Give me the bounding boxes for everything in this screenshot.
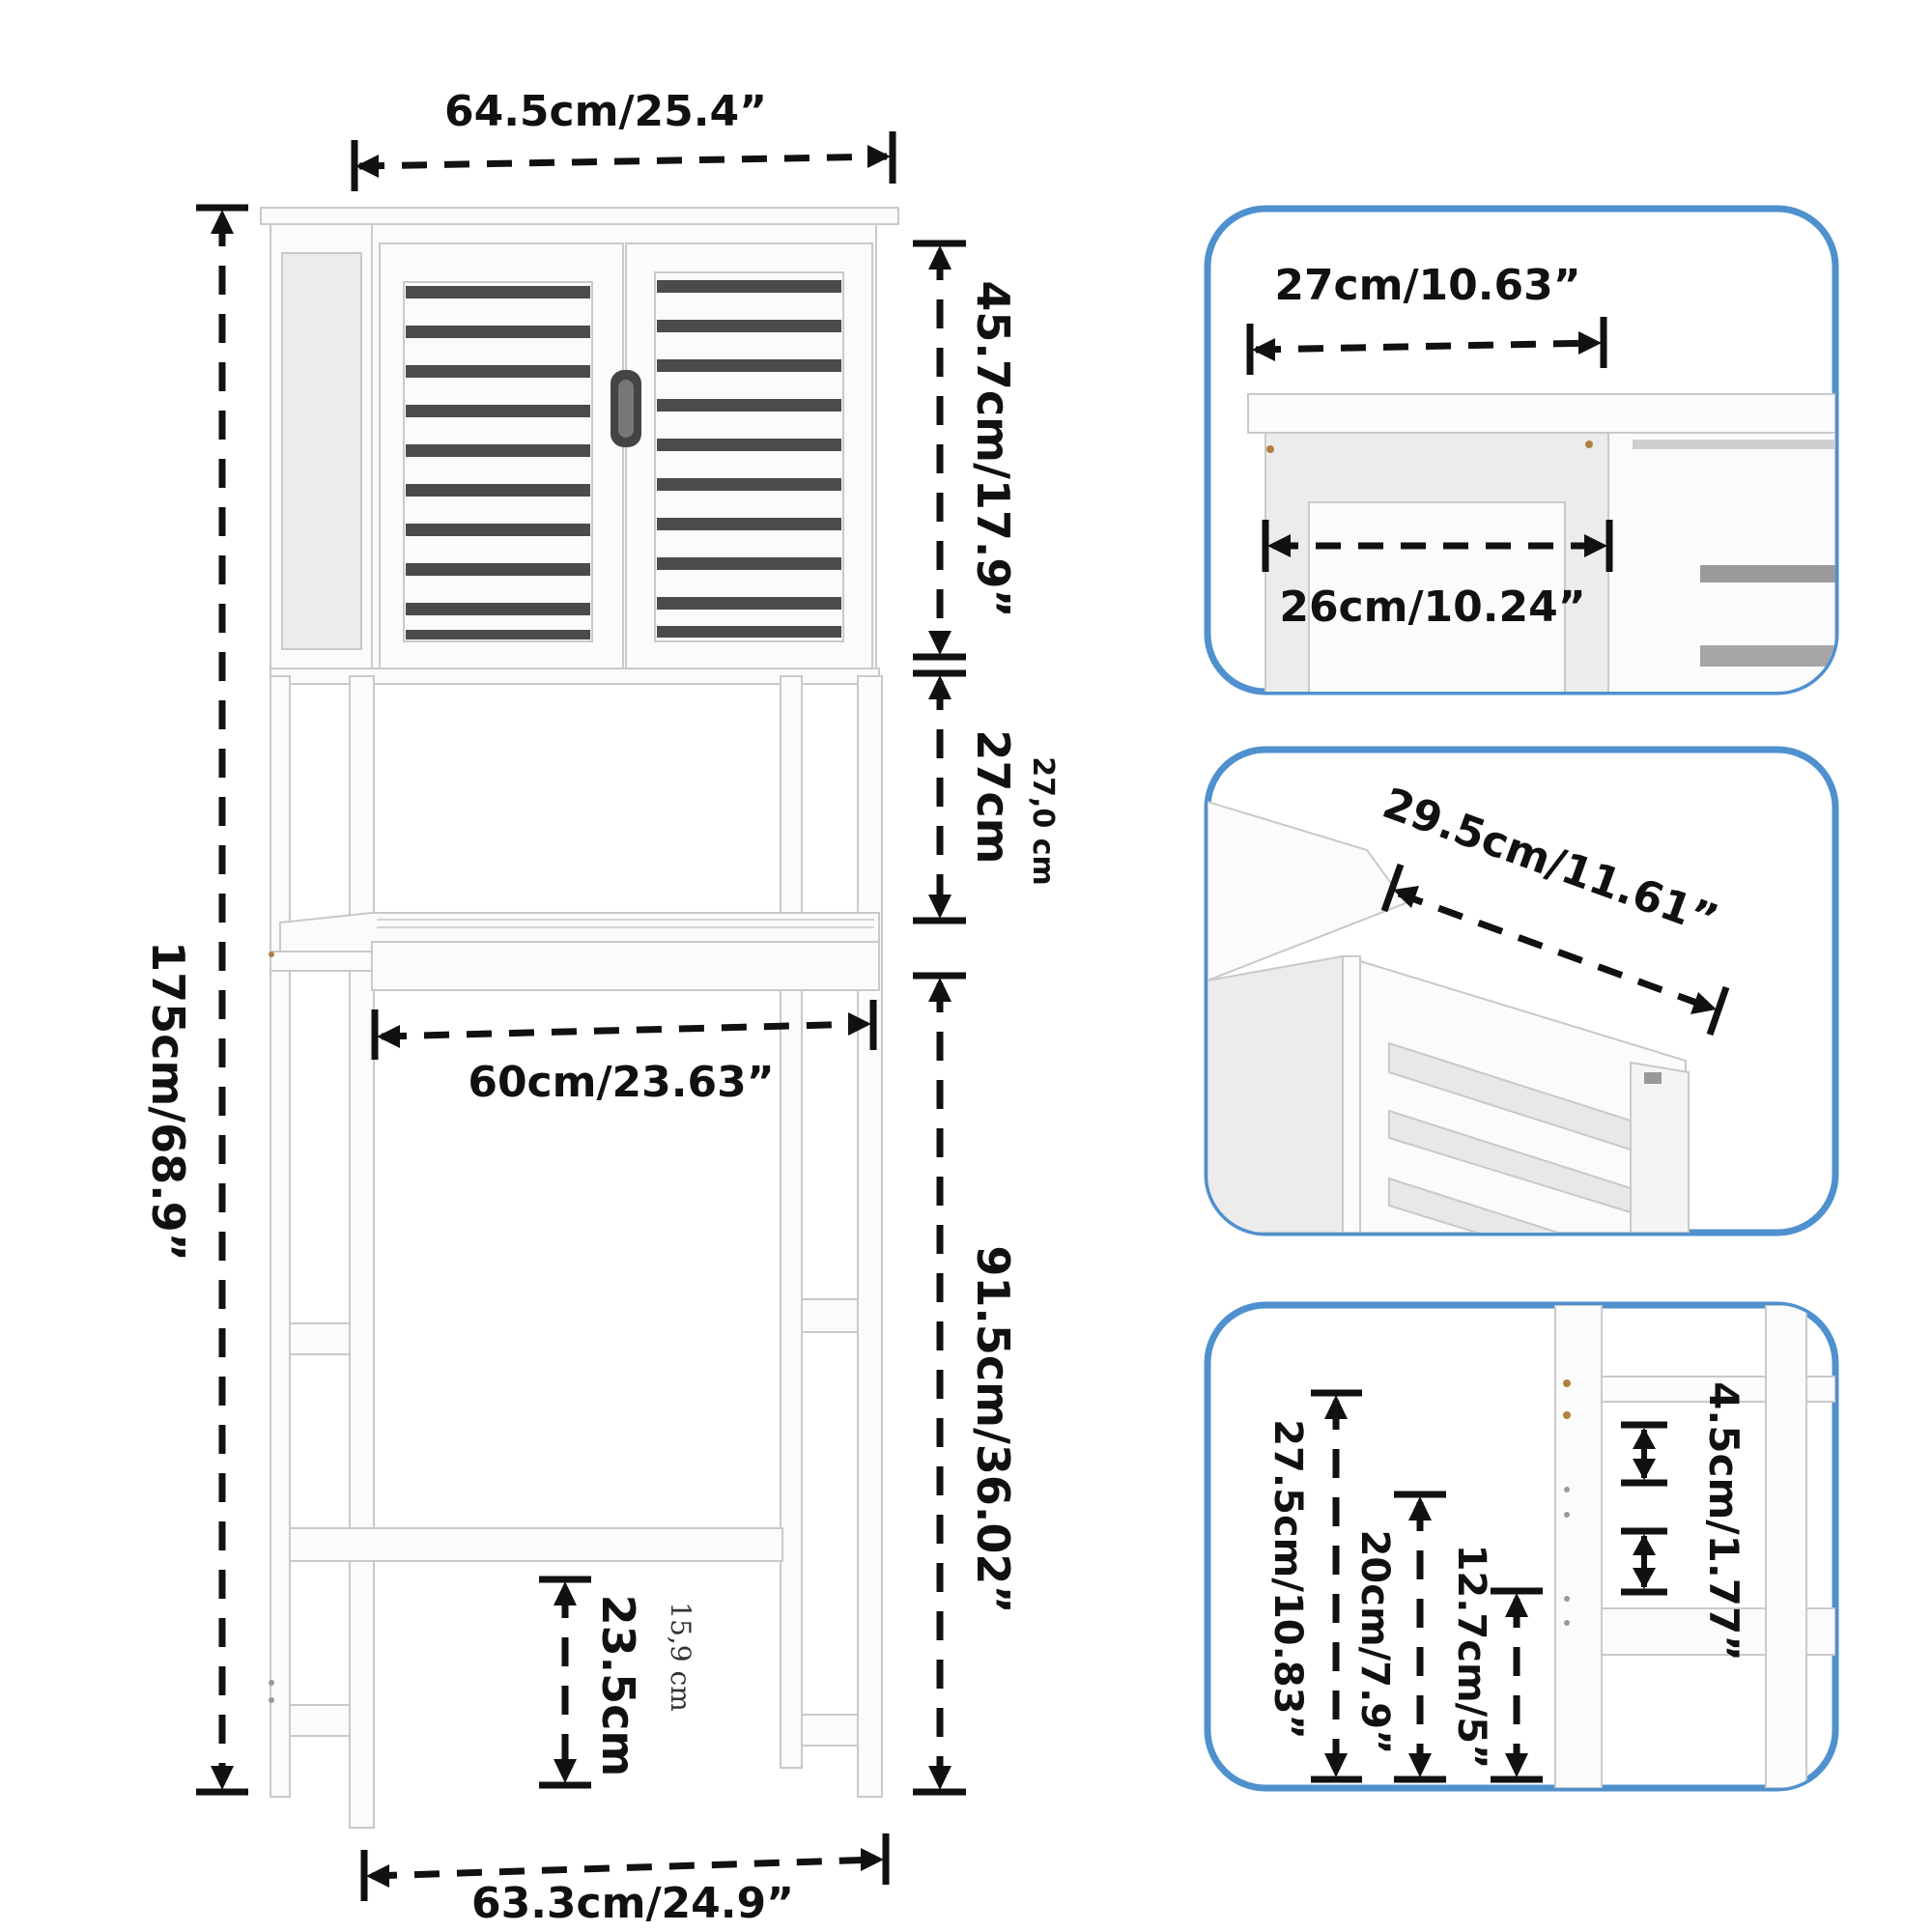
cabinet-height-label: 45.7cm/17.9” — [967, 280, 1019, 617]
dim-lower-height: 91.5cm/36.02” — [913, 972, 1019, 1796]
dim-inner-width: 60cm/23.63” — [371, 1000, 877, 1107]
top-depth-label: 27cm/10.63” — [1274, 261, 1580, 310]
base-width-label: 63.3cm/24.9” — [471, 1879, 794, 1928]
total-height-label: 175cm/68.9” — [142, 941, 194, 1262]
leg-front-left — [349, 675, 375, 1829]
left-door-slats — [406, 286, 590, 639]
leg-back-left — [270, 675, 291, 1798]
step-label: 4.5cm/1.77” — [1700, 1381, 1747, 1662]
bar-height-label: 23.5cm — [592, 1595, 644, 1777]
inner-width-label: 60cm/23.63” — [468, 1058, 774, 1107]
detail-panel-depth: 27cm/10.63” 26cm/10.24” — [1204, 205, 1839, 696]
inner-depth-label: 26cm/10.24” — [1279, 582, 1585, 632]
bottom-bar — [289, 1527, 783, 1562]
bar-height-alt-label: 15,9 cm — [665, 1602, 696, 1711]
shelf-gap-label: 27cm — [967, 729, 1019, 864]
leg-front-right — [857, 675, 883, 1798]
dim-bar-height: 23.5cm 15,9 cm — [539, 1576, 696, 1789]
dim-shelf-gap: 27cm 27,0 cm — [913, 669, 1060, 924]
cabinet-illustration — [260, 207, 899, 1829]
height-3-label: 12.7cm/5” — [1449, 1545, 1493, 1770]
leg-back-right — [780, 675, 803, 1769]
dim-top-width: 64.5cm/25.4” — [351, 87, 896, 191]
shelf-gap-alt-label: 27,0 cm — [1026, 756, 1060, 886]
dim-cabinet-height: 45.7cm/17.9” — [913, 240, 1019, 661]
detail-panel-adjust: 4.5cm/1.77” 27.5cm/10.83” 20cm/7.9” 12.7… — [1204, 1301, 1839, 1792]
dim-total-height: 175cm/68.9” — [142, 204, 248, 1796]
height-1-label: 27.5cm/10.83” — [1265, 1419, 1310, 1740]
detail-panel-door: 29.5cm/11.61” — [1204, 746, 1839, 1236]
middle-shelf — [270, 912, 880, 991]
height-2-label: 20cm/7.9” — [1352, 1530, 1397, 1755]
top-width-label: 64.5cm/25.4” — [444, 87, 767, 136]
dim-base-width: 63.3cm/24.9” — [360, 1833, 890, 1928]
right-door-slats — [657, 280, 841, 638]
lower-height-label: 91.5cm/36.02” — [967, 1245, 1019, 1613]
